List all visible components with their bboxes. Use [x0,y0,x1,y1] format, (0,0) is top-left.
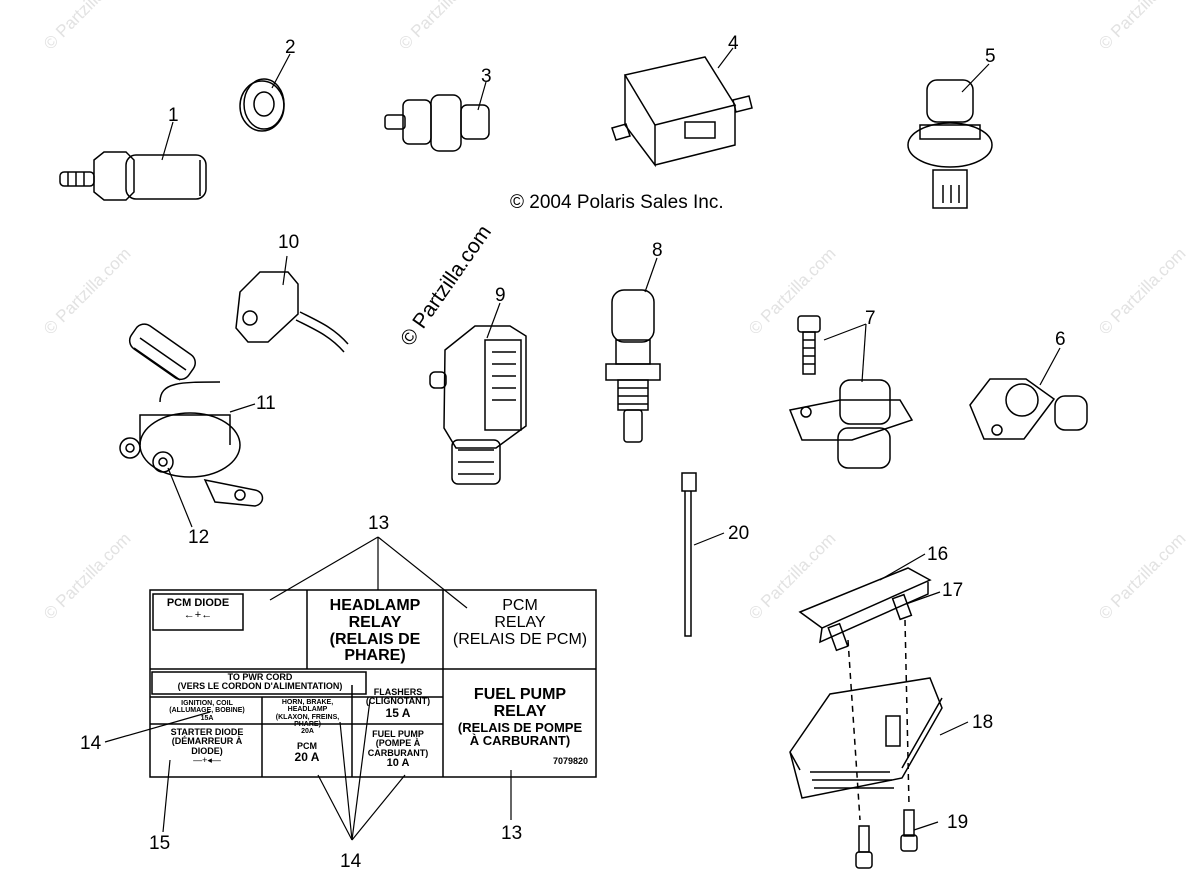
part-11-solenoid [119,323,264,507]
callout-14-bottom: 14 [340,851,362,872]
callout-15: 15 [149,833,171,854]
callout-19: 19 [947,812,969,833]
callout-8: 8 [652,240,663,261]
callout-16: 16 [927,544,949,565]
part-20-cable-tie [681,472,697,637]
decal-pwr-cord: TO PWR CORD(VERS LE CORDON D'ALIMENTATIO… [177,672,343,692]
decal-part-number: 7079820 [552,756,588,766]
callout-14-left: 14 [80,733,102,754]
callout-3: 3 [481,66,492,87]
callout-17: 17 [942,580,964,601]
decal-pcm-diode: PCM DIODE←+← [166,597,230,621]
callout-11: 11 [256,393,276,414]
copyright-text: © 2004 Polaris Sales Inc. [510,192,724,213]
part-5-sensor [907,79,993,209]
callout-7: 7 [865,308,876,329]
part-6-sensor [969,378,1088,440]
part-19-bolts [847,619,918,869]
part-7-sensor [788,315,914,469]
callout-10: 10 [278,232,300,253]
decal-fuel-pump-fuse: FUEL PUMP(POMPE À CARBURANT)10 A [367,729,429,770]
part-3-switch [384,94,490,152]
part-18-pcm [789,677,943,799]
callout-13-bottom: 13 [501,823,523,844]
callout-2: 2 [285,37,296,58]
part-8-sensor [605,289,661,443]
decal-flashers: FLASHERS(CLIGNOTANT) 15 A [365,687,431,720]
callout-1: 1 [168,105,179,126]
decal-ignition: IGNITION, COIL(ALLUMAGE, BOBINE)15A [169,700,245,722]
part-10-sensor [235,271,349,353]
callout-6: 6 [1055,329,1066,350]
part-16-bracket [798,567,932,652]
callout-12: 12 [188,527,210,548]
part-4-module [611,56,753,168]
callout-13-top: 13 [368,513,390,534]
part-2-washer [239,78,285,132]
part-9-sensor [429,325,527,485]
decal-horn: HORN, BRAKE,HEADLAMP (KLAXON, FREINS, PH… [275,699,340,736]
callout-4: 4 [728,33,739,54]
fuse-decal [149,589,597,778]
callout-20: 20 [728,523,750,544]
callout-18: 18 [972,712,994,733]
callout-9: 9 [495,285,506,306]
part-1-sensor [59,151,207,201]
callout-5: 5 [985,46,996,67]
decal-starter-diode: STARTER DIODE(DÉMARREUR À DIODE)—+◂— [170,727,244,766]
